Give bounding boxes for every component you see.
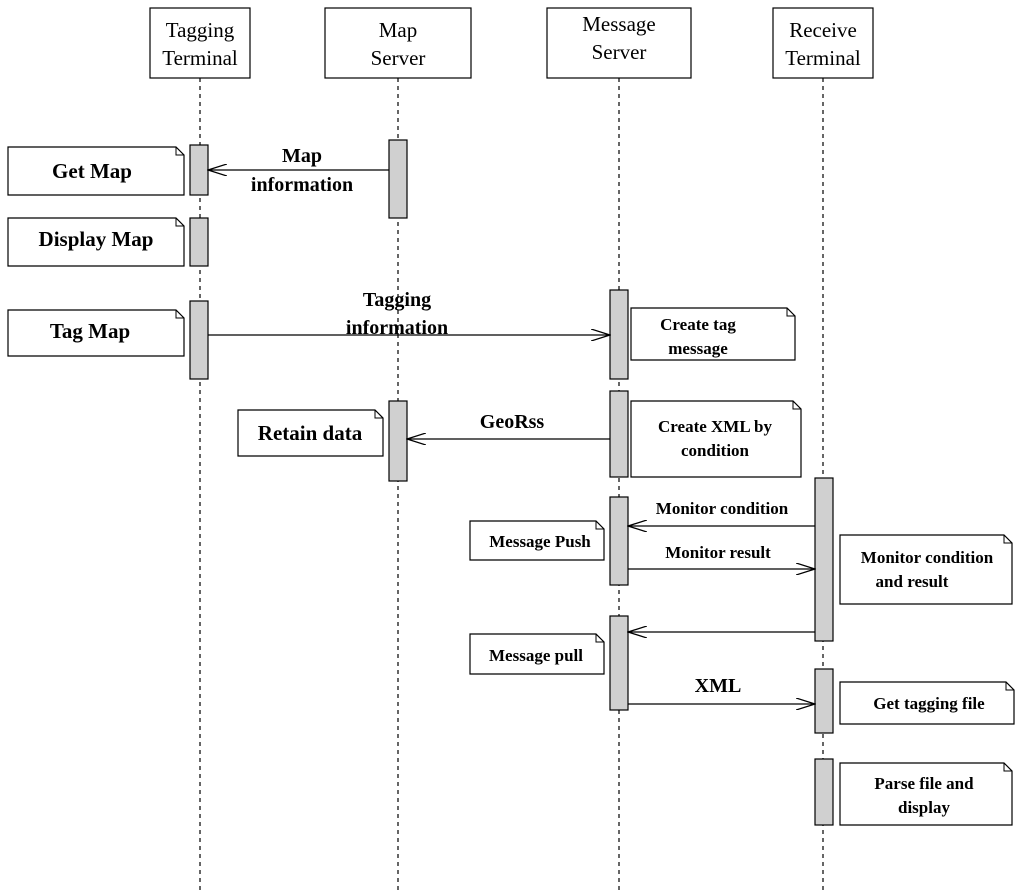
note-fold — [374, 410, 383, 419]
note-text: Create tag — [660, 315, 736, 334]
note-box — [7, 217, 185, 267]
note-fold — [1005, 682, 1014, 691]
message-map-information: Map information — [208, 145, 389, 196]
activation-bars — [189, 139, 834, 826]
note-fold — [175, 147, 184, 156]
message-xml: XML — [628, 675, 815, 704]
activation-bar — [609, 289, 629, 380]
lifeline-receive-terminal: Receive Terminal — [772, 7, 874, 893]
message-label: information — [346, 317, 448, 339]
note-parse-file: Parse file and display — [839, 762, 1013, 826]
note-box — [7, 146, 185, 196]
activation-bar — [189, 144, 209, 196]
note-box — [237, 409, 384, 457]
lifeline-label: Map — [379, 18, 418, 42]
activation-bar — [189, 300, 209, 380]
note-fold — [175, 218, 184, 227]
activation-bar — [814, 668, 834, 734]
lifeline-header-box — [149, 7, 251, 79]
lifeline-tagging-terminal: Tagging Terminal — [149, 7, 251, 893]
note-box — [469, 633, 605, 675]
note-fold — [595, 634, 604, 643]
lifeline-message-server: Message Server — [546, 7, 692, 893]
activation-bar — [189, 217, 209, 267]
lifeline-label: Server — [592, 40, 647, 64]
note-display-map: Display Map — [7, 217, 185, 267]
note-text: Create XML by — [658, 417, 772, 436]
note-fold — [1003, 763, 1012, 772]
message-label: GeoRss — [480, 411, 545, 433]
lifeline-label: Receive — [789, 18, 857, 42]
activation-bar — [609, 615, 629, 711]
note-box — [839, 534, 1013, 605]
activation-bar — [609, 390, 629, 478]
message-label: Tagging — [363, 289, 431, 311]
note-get-tagging-file: Get tagging file — [839, 681, 1015, 725]
note-text: Get tagging file — [873, 694, 985, 713]
note-box — [630, 400, 802, 478]
lifeline-header-box — [772, 7, 874, 79]
note-box — [469, 520, 605, 561]
activation-bar — [388, 400, 408, 482]
note-text: Retain data — [258, 421, 363, 445]
note-text: and result — [876, 572, 949, 591]
activation-bar — [609, 496, 629, 586]
message-monitor-result: Monitor result — [628, 543, 815, 569]
note-message-pull: Message pull — [469, 633, 605, 675]
lifeline-label: Message — [582, 12, 655, 36]
note-fold — [595, 521, 604, 530]
note-fold — [1003, 535, 1012, 544]
message-label: Monitor result — [665, 543, 771, 562]
lifeline-map-server: Map Server — [324, 7, 472, 893]
note-fold — [792, 401, 801, 410]
note-text: condition — [681, 441, 750, 460]
note-create-xml: Create XML by condition — [630, 400, 802, 478]
message-label: XML — [695, 675, 742, 697]
note-fold — [175, 310, 184, 319]
note-text: display — [898, 798, 950, 817]
activation-bar — [814, 758, 834, 826]
lifeline-label: Tagging — [166, 18, 235, 42]
note-box — [7, 309, 185, 357]
message-label: Map — [282, 145, 322, 167]
activation-bar — [388, 139, 408, 219]
note-fold — [786, 308, 795, 317]
note-text: message — [668, 339, 728, 358]
note-text: Get Map — [52, 159, 132, 183]
note-text: Monitor condition — [861, 548, 994, 567]
note-box — [839, 762, 1013, 826]
activation-bar — [814, 477, 834, 642]
note-message-push: Message Push — [469, 520, 605, 561]
note-get-map: Get Map — [7, 146, 185, 196]
lifeline-header-box — [324, 7, 472, 79]
note-monitor-condition-result: Monitor condition and result — [839, 534, 1013, 605]
note-create-tag-message: Create tag message — [630, 307, 796, 361]
note-retain-data: Retain data — [237, 409, 384, 457]
message-tagging-information: Tagging information — [208, 289, 610, 339]
message-georss: GeoRss — [407, 411, 610, 439]
message-label: Monitor condition — [656, 499, 789, 518]
note-text: Message pull — [489, 646, 583, 665]
lifeline-header-box — [546, 7, 692, 79]
note-text: Display Map — [39, 227, 154, 251]
lifeline-label: Terminal — [162, 46, 238, 70]
message-monitor-condition: Monitor condition — [628, 499, 815, 526]
note-box — [839, 681, 1015, 725]
note-text: Message Push — [489, 532, 591, 551]
note-tag-map: Tag Map — [7, 309, 185, 357]
note-box — [630, 307, 796, 361]
message-label: information — [251, 174, 353, 196]
lifeline-label: Terminal — [785, 46, 861, 70]
note-text: Tag Map — [50, 319, 130, 343]
note-text: Parse file and — [874, 774, 974, 793]
lifeline-label: Server — [371, 46, 426, 70]
